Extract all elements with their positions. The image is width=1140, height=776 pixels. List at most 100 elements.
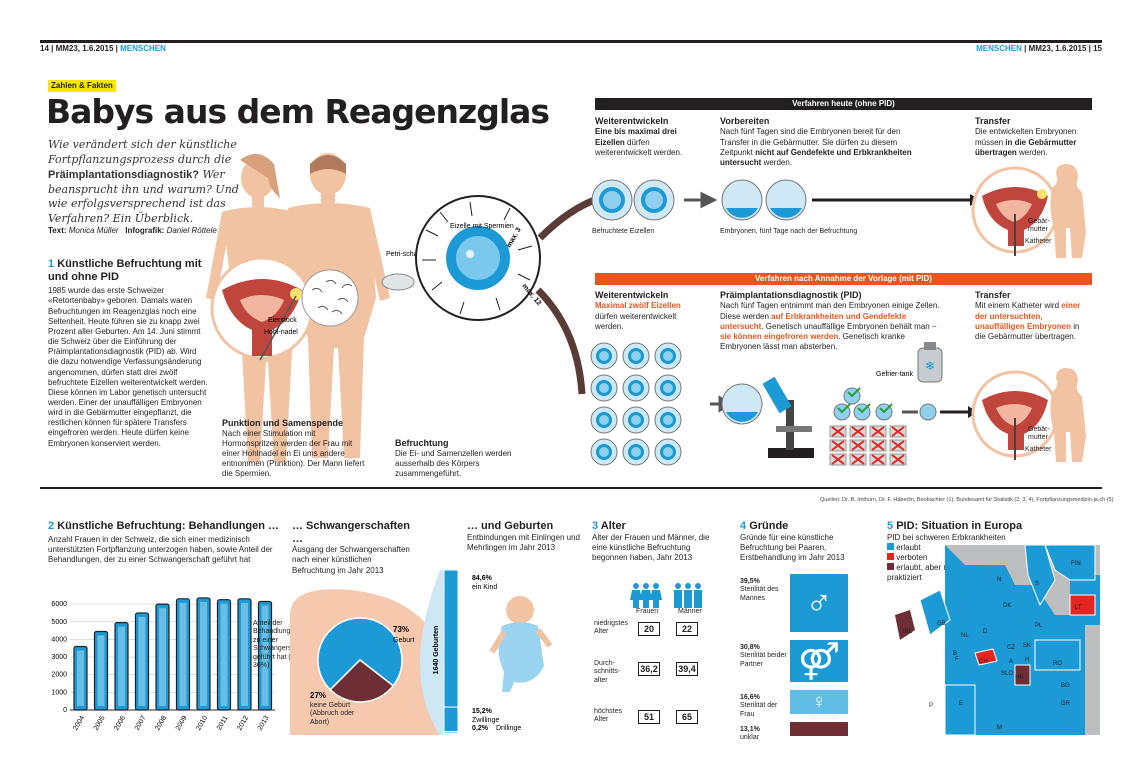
- country-label: B: [953, 651, 957, 657]
- country-label: SK: [1023, 643, 1031, 649]
- section-1-body: 1985 wurde das erste Schweizer «Retorten…: [48, 286, 208, 448]
- befruchtung-block: Befruchtung Die Ei- und Samenzellen werd…: [395, 438, 545, 479]
- label-hohlnadel: Hohl-nadel: [264, 329, 298, 336]
- schwanger-body: Ausgang der Schwangerschaften nach einer…: [292, 545, 410, 575]
- y-tick-label: 0: [63, 707, 67, 714]
- reason-value: 16,6%: [740, 694, 760, 701]
- birth-segment: [443, 731, 459, 734]
- country-label: GR: [1061, 701, 1071, 707]
- illustration-people: Eierstock Hohl-nadel Petri-schale Eizell…: [206, 153, 600, 462]
- country-label: E: [959, 701, 963, 707]
- country-label: BG: [1061, 683, 1070, 689]
- unclear-bar: [790, 722, 848, 736]
- section-geburten: … und Geburten Entbindungen mit Einlinge…: [467, 520, 587, 553]
- bar-verfahren-heute: Verfahren heute (ohne PID): [595, 98, 1092, 110]
- chart-geburten: 1640 Geburten 84,6% ein Kind 15,2% Zwilling…: [433, 570, 553, 734]
- birth-segment: [443, 570, 459, 708]
- x-tick-label: 2008: [154, 715, 168, 732]
- male-symbol-icon: ♂: [790, 574, 848, 632]
- legend-verboten: verboten: [887, 552, 1097, 563]
- age-women-value: 20: [638, 622, 660, 636]
- x-tick-label: 2005: [93, 715, 107, 732]
- section-schwanger: … Schwangerschaften … Ausgang der Schwan…: [292, 520, 412, 576]
- befruchtung-title: Befruchtung: [395, 438, 449, 448]
- punktion-body: Nach einer Stimulation mit Hormonspritze…: [222, 428, 365, 479]
- freezer-tank-icon: ❄: [917, 342, 943, 383]
- embryos-icon: [721, 179, 807, 221]
- label-frauen: Frauen: [636, 608, 659, 615]
- birth-segment: [443, 706, 459, 733]
- couple-symbol-icon: ⚤: [790, 640, 848, 682]
- x-tick-label: 2010: [195, 715, 209, 732]
- svg-text:❄: ❄: [925, 359, 935, 373]
- label-73: 73%: [393, 625, 409, 634]
- punktion-block: Punktion und Samenspende Nach einer Stim…: [222, 418, 372, 480]
- country-label: A: [1009, 659, 1013, 665]
- age-women-value: 51: [638, 710, 660, 724]
- country-label: DK: [1003, 603, 1011, 609]
- x-tick-label: 2009: [175, 715, 189, 732]
- label-eierstock: Eierstock: [268, 317, 297, 324]
- country-label: FIN: [1071, 561, 1081, 567]
- y-tick-label: 5000: [51, 619, 67, 626]
- label-1640: 1640 Geburten: [433, 626, 440, 675]
- country-label: M: [997, 725, 1002, 731]
- twelve-eggs-grid: [590, 342, 682, 466]
- age-row-label: niedrigstes Alter: [594, 620, 628, 636]
- reason-label: unklar: [740, 734, 760, 742]
- label-maenner: Männer: [678, 608, 702, 615]
- birth-label: Zwillinge: [472, 717, 499, 724]
- pid-process-graphic: ❄ Gefrier-tank: [590, 342, 1086, 466]
- section-rule: [40, 487, 1102, 489]
- discarded-embryos-icons: [829, 425, 907, 466]
- cap-befruchtete-eizellen: Befruchtete Eizellen: [592, 228, 655, 235]
- country-label: P: [929, 703, 933, 709]
- fertilized-eggs-icon: [591, 179, 675, 221]
- baby-illustration: [489, 596, 553, 692]
- country-label: D: [983, 629, 988, 635]
- men-icon: [674, 583, 702, 608]
- country-label: F: [955, 657, 959, 663]
- geburten-body: Entbindungen mit Einlingen und Mehrlinge…: [467, 532, 580, 552]
- cap-embryonen: Embryonen, fünf Tage nach der Befruchtun…: [720, 228, 858, 235]
- label-eizelle: Eizelle mit Spermien: [450, 223, 514, 230]
- label-gebaermutter-1: Gebär-mutter: [1028, 218, 1050, 234]
- x-tick-label: 2006: [113, 715, 127, 732]
- country-label: N: [997, 577, 1001, 583]
- section-3-title: 3 Alter: [592, 520, 626, 532]
- petri-dish-icon: [381, 273, 415, 291]
- page-title: Babys aus dem Reagenzglas: [46, 92, 550, 131]
- country-label: S: [1035, 581, 1039, 587]
- befruchtung-body: Die Ei- und Samenzellen werden ausserhal…: [395, 448, 512, 479]
- transfer-uterus-illustration: [971, 166, 1059, 256]
- age-women-value: 36,2: [638, 662, 660, 676]
- sources: Quellen: Dr. B. Imthurn, Dr. F. Häberlin…: [820, 497, 1114, 503]
- section-4-title: 4 Gründe: [740, 520, 789, 532]
- country-label: SLO: [1001, 671, 1013, 677]
- x-tick-label: 2007: [134, 715, 148, 732]
- microscope-icon: [762, 376, 814, 458]
- y-tick-label: 1000: [51, 689, 67, 696]
- section-5-title: 5 PID: Situation in Europa: [887, 520, 1023, 532]
- age-men-value: 39,4: [676, 662, 698, 676]
- egg-with-sperm-illustration: [415, 195, 541, 321]
- birth-label: ein Kind: [472, 584, 497, 591]
- label-geburt: Geburt: [393, 637, 414, 644]
- x-tick-label: 2004: [72, 715, 86, 732]
- birth-value: 84,6%: [472, 575, 493, 582]
- section-2-body: Anzahl Frauen in der Schweiz, die sich e…: [48, 534, 273, 564]
- section-4: 4 Gründe Gründe für eine künstliche Befr…: [740, 520, 870, 563]
- x-tick-label: 2013: [257, 715, 271, 732]
- arrow-pid: [535, 287, 586, 395]
- heute-process-graphic: [591, 164, 1086, 258]
- birth-value: 15,2%: [472, 708, 493, 715]
- country-label: H: [1025, 657, 1029, 663]
- kicker: Zahlen & Fakten: [48, 80, 116, 92]
- x-tick-label: 2012: [236, 715, 250, 732]
- age-row-label: Durch-schnitts-alter: [594, 660, 621, 684]
- age-row: niedrigstes Alter 20 22: [592, 620, 712, 650]
- label-gebaermutter-2: Gebär-mutter: [1028, 426, 1050, 442]
- folio-left: 14 | MM23, 1.6.2015 | MENSCHEN: [40, 44, 166, 53]
- country-label: PL: [1035, 623, 1043, 629]
